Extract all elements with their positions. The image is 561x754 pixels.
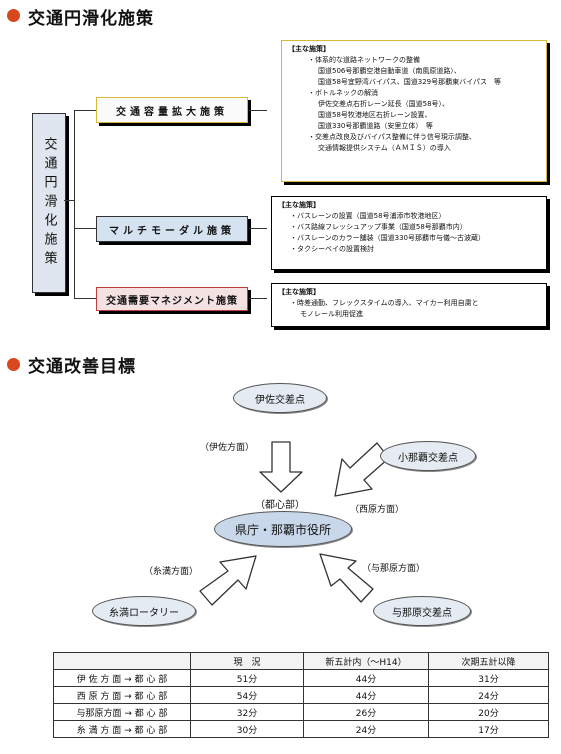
direction-label-yonabaru: （与那原方面） — [362, 564, 426, 574]
table-cell: 54分 — [190, 686, 304, 704]
arrow-nishihara — [334, 442, 390, 497]
table-cell: 44分 — [303, 669, 429, 687]
measure-item: ・ボトルネックの解消 — [308, 89, 378, 97]
node-yonabaru: 与那原交差点 — [373, 596, 471, 626]
measures-title: 【主な施策】 — [288, 45, 330, 53]
measures-title: 【主な施策】 — [278, 201, 320, 209]
root-label: 交通円滑化施策 — [41, 136, 57, 270]
tree-branch-3 — [74, 298, 96, 299]
table-cell: 30分 — [190, 720, 304, 738]
measure-item: 国道58号宜野湾バイパス、国道329号那覇東バイパス 等 — [318, 78, 501, 86]
section-bullet-icon — [7, 358, 20, 371]
measure-item: 伊佐交差点右折レーン延長（国道58号）、 — [318, 100, 450, 108]
arrow-yonabaru — [319, 553, 374, 603]
direction-label-nishihara: （西原方面） — [350, 505, 405, 515]
measure-item: ・体系的な道路ネットワークの整備 — [308, 56, 420, 64]
node-kobae: 小那覇交差点 — [380, 441, 476, 471]
connector-2 — [249, 228, 267, 229]
table-cell: 26分 — [303, 703, 429, 721]
table-cell: 与那原方面 → 都 心 部 — [53, 703, 191, 721]
improvement-table: 現 況 新五計内（～H14） 次期五計以降 伊 佐 方 面 → 都 心 部 51… — [53, 652, 549, 738]
arrow-isa — [259, 441, 303, 493]
policy-label: 交通容量拡大施策 — [116, 106, 228, 118]
table-row: 伊 佐 方 面 → 都 心 部 51分 44分 31分 — [53, 669, 549, 687]
measure-item: 交通情報提供システム（ＡＭＩＳ）の導入 — [318, 144, 451, 152]
measures-box-multimodal: 【主な施策】 ・バスレーンの設置（国道58号浦添市牧港地区） ・バス路線フレッシ… — [271, 196, 547, 270]
measure-item: 国道506号那覇空港自動車道（南風原道路）、 — [318, 67, 461, 75]
measures-box-demand: 【主な施策】 ・時差通勤、フレックスタイムの導入、マイカー利用自粛と モノレール… — [271, 283, 547, 327]
connector-1 — [249, 110, 267, 111]
measure-item: 国道330号那覇道路（安里立体） 等 — [318, 122, 433, 130]
table-cell: 伊 佐 方 面 → 都 心 部 — [53, 669, 191, 687]
tree-branch-1 — [74, 110, 96, 111]
node-itoman: 糸満ロータリー — [92, 596, 196, 626]
measures-box-capacity: 【主な施策】 ・体系的な道路ネットワークの整備 国道506号那覇空港自動車道（南… — [281, 40, 547, 182]
table-cell: 44分 — [303, 686, 429, 704]
center-label: （都心部） — [255, 500, 305, 511]
arrow-itoman — [199, 555, 257, 606]
direction-label-itoman: （糸満方面） — [144, 567, 199, 577]
table-cell: 17分 — [428, 720, 549, 738]
measure-item: ・時差通勤、フレックスタイムの導入、マイカー利用自粛と — [290, 299, 479, 307]
root-box: 交通円滑化施策 — [32, 113, 66, 293]
policy-box-multimodal: マルチモーダル施策 — [96, 216, 248, 242]
policy-label: 交通需要マネジメント施策 — [106, 295, 238, 307]
direction-label-isa: （伊佐方面） — [200, 443, 255, 453]
table-cell: 31分 — [428, 669, 549, 687]
table-row: 西 原 方 面 → 都 心 部 54分 44分 24分 — [53, 686, 549, 704]
table-cell: 西 原 方 面 → 都 心 部 — [53, 686, 191, 704]
measure-item: ・バスレーンの設置（国道58号浦添市牧港地区） — [290, 212, 446, 220]
tree-branch-2 — [74, 228, 96, 229]
measure-item: ・バスレーンのカラー舗装（国道330号那覇市与儀～古波蔵） — [290, 234, 486, 242]
policy-box-demand: 交通需要マネジメント施策 — [96, 287, 248, 311]
measure-item: ・タクシーベイの設置検討 — [290, 245, 374, 253]
tree-trunk — [74, 110, 75, 298]
table-cell: 24分 — [303, 720, 429, 738]
table-header — [53, 652, 191, 670]
table-row: 与那原方面 → 都 心 部 32分 26分 20分 — [53, 703, 549, 721]
table-header-row: 現 況 新五計内（～H14） 次期五計以降 — [53, 652, 549, 670]
table-cell: 51分 — [190, 669, 304, 687]
section-title-2: 交通改善目標 — [28, 357, 136, 377]
node-isa: 伊佐交差点 — [233, 383, 327, 413]
table-cell: 24分 — [428, 686, 549, 704]
table-header: 新五計内（～H14） — [303, 652, 429, 670]
policy-label: マルチモーダル施策 — [109, 225, 235, 237]
table-cell: 20分 — [428, 703, 549, 721]
measure-item: モノレール利用促進 — [300, 310, 363, 318]
node-center: 県庁・那覇市役所 — [214, 511, 352, 547]
table-cell: 糸 満 方 面 → 都 心 部 — [53, 720, 191, 738]
table-header: 次期五計以降 — [428, 652, 549, 670]
measure-item: 国道58号牧港地区右折レーン設置、 — [318, 111, 432, 119]
tree-connector — [64, 200, 74, 201]
measures-title: 【主な施策】 — [278, 288, 320, 296]
policy-box-capacity: 交通容量拡大施策 — [96, 97, 248, 123]
connector-3 — [249, 298, 267, 299]
section-title-1: 交通円滑化施策 — [28, 9, 154, 29]
section-bullet-icon — [7, 9, 20, 22]
measure-item: ・バス路線フレッシュアップ事業（国道58号那覇市内） — [290, 223, 467, 231]
table-cell: 32分 — [190, 703, 304, 721]
measure-item: ・交差点改良及びバイパス整備に伴う信号現示調整、 — [308, 133, 476, 141]
table-header: 現 況 — [190, 652, 304, 670]
table-row: 糸 満 方 面 → 都 心 部 30分 24分 17分 — [53, 720, 549, 738]
direction-arrows — [199, 441, 390, 606]
